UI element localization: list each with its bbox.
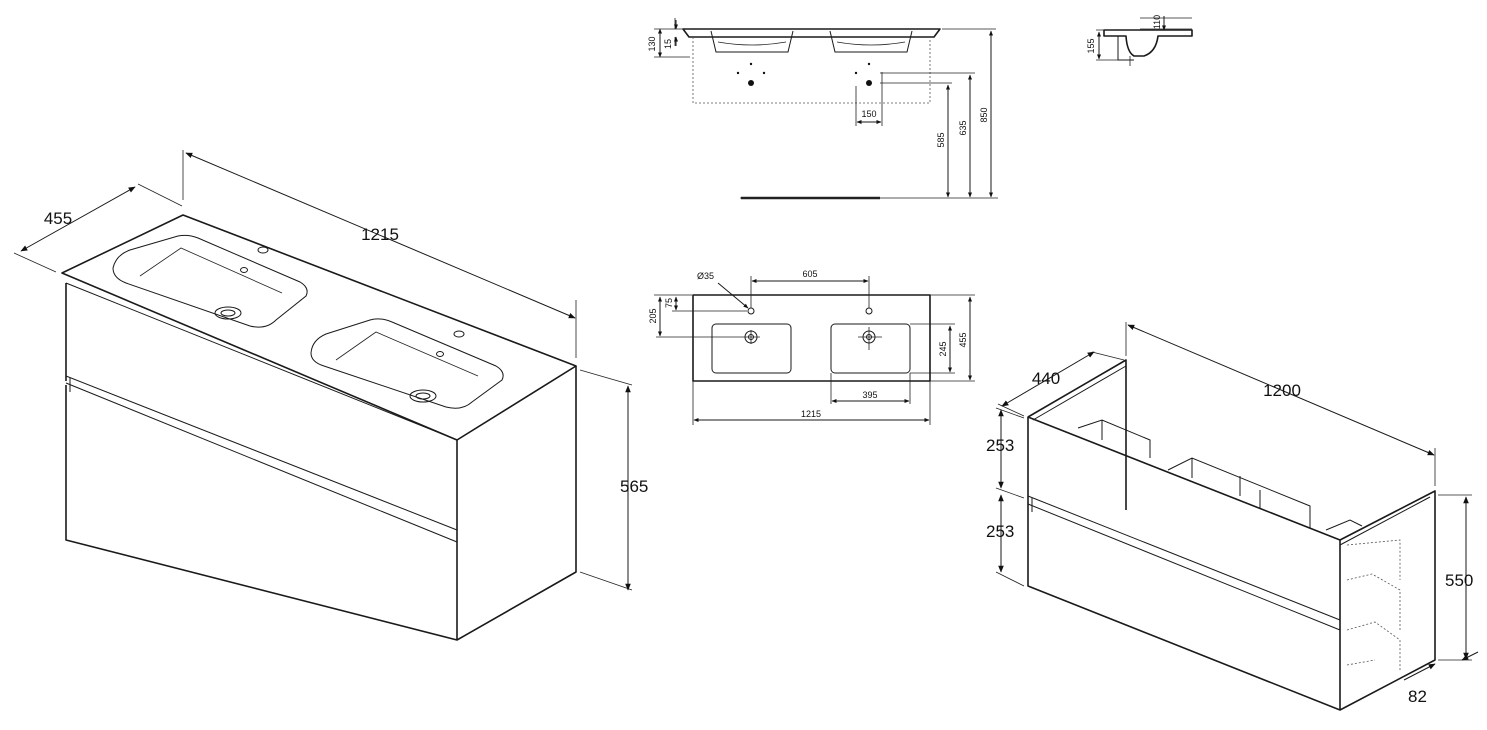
plan-455-label: 455 — [958, 332, 968, 347]
basin-section: 110 155 — [1086, 15, 1193, 66]
unit-plinth-label: 82 — [1408, 687, 1427, 706]
plan-1215-label: 1215 — [801, 409, 821, 419]
elev-635-label: 635 — [958, 120, 968, 135]
plan-view: Ø35 605 75 205 245 455 395 1215 — [648, 269, 975, 425]
plan-205-label: 205 — [648, 308, 658, 323]
front-elevation: 130 15 150 585 635 850 — [647, 18, 998, 200]
plan-395-label: 395 — [862, 390, 877, 400]
elev-150-label: 150 — [861, 109, 876, 119]
vanity-width-label: 1215 — [361, 225, 399, 244]
plan-605-label: 605 — [802, 269, 817, 279]
section-155-label: 155 — [1086, 38, 1096, 53]
elev-15-label: 15 — [663, 39, 673, 49]
elev-130-label: 130 — [647, 36, 657, 51]
unit-drawer-bottom-label: 253 — [986, 522, 1014, 541]
unit-isometric: 440 1200 253 253 550 82 — [986, 322, 1479, 711]
plan-245-label: 245 — [938, 341, 948, 356]
unit-width-label: 1200 — [1263, 381, 1301, 400]
section-110-label: 110 — [1152, 15, 1162, 29]
unit-depth-label: 440 — [1032, 369, 1060, 388]
unit-drawer-top-label: 253 — [986, 436, 1014, 455]
vanity-depth-label: 455 — [44, 209, 72, 228]
elev-850-label: 850 — [979, 107, 989, 122]
vanity-height-label: 565 — [620, 477, 648, 496]
elev-585-label: 585 — [936, 132, 946, 147]
unit-height-label: 550 — [1445, 571, 1473, 590]
plan-hole-dia-label: Ø35 — [697, 271, 714, 281]
vanity-isometric: 455 1215 565 — [13, 150, 648, 641]
plan-75-label: 75 — [664, 298, 674, 308]
